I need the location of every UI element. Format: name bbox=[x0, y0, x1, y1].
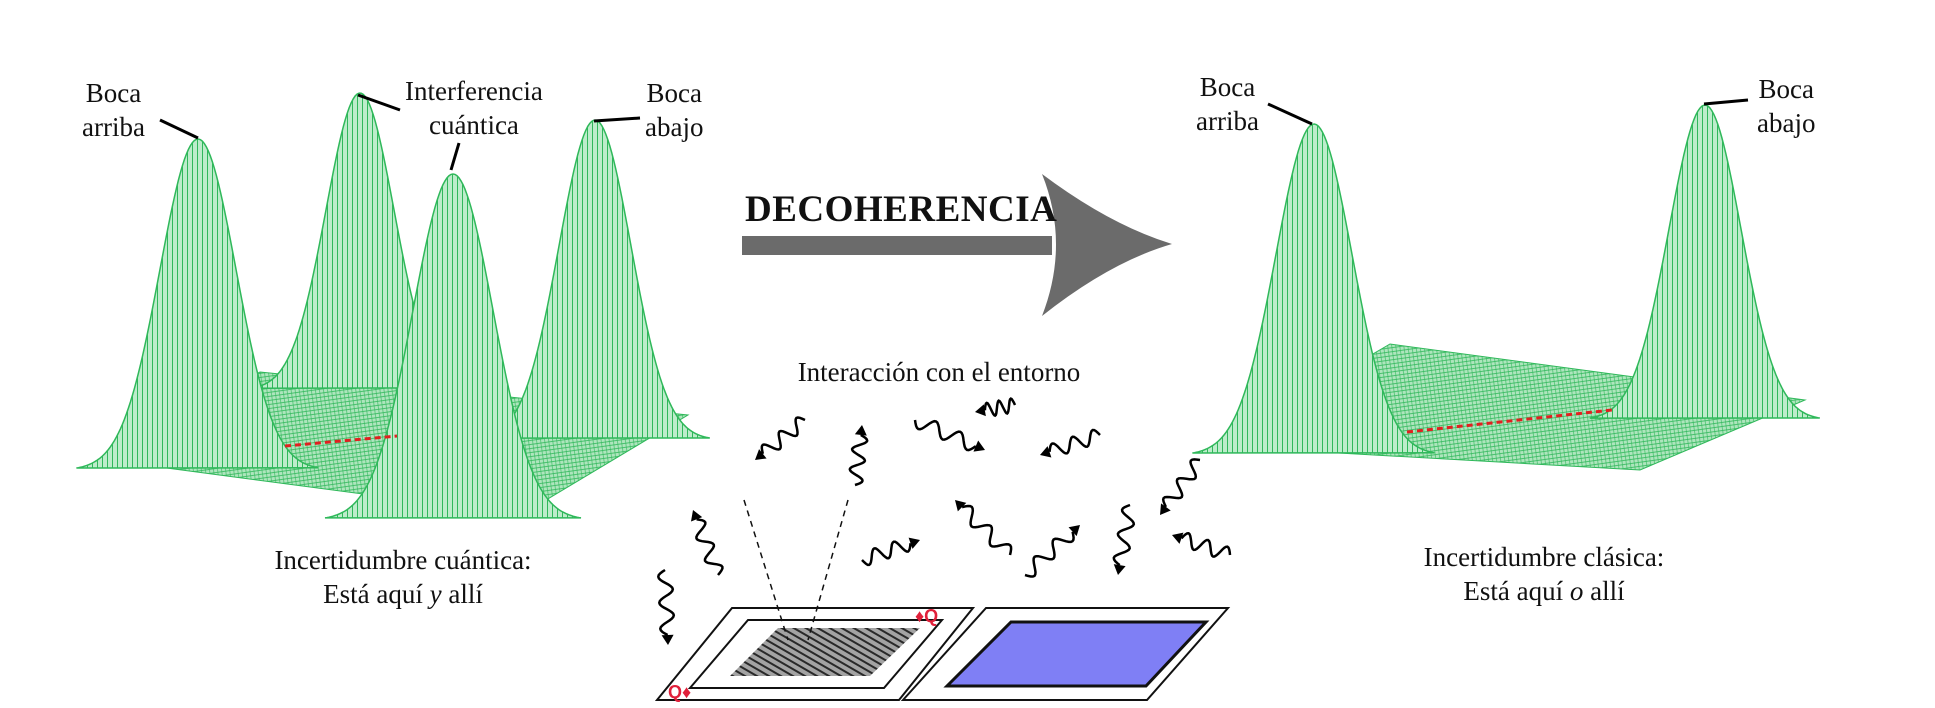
label-line: Boca bbox=[646, 78, 702, 108]
red-dashed-line bbox=[284, 434, 398, 448]
label-interferencia-cuantica: Interferencia cuántica bbox=[405, 74, 543, 142]
decoherence-arrow bbox=[742, 174, 1172, 316]
arrowhead-icon bbox=[661, 634, 674, 645]
wavy-photon-arrow bbox=[1161, 458, 1201, 508]
label-line: abajo bbox=[645, 112, 704, 142]
label-line: cuántica bbox=[428, 110, 519, 140]
arrowhead-icon bbox=[908, 537, 920, 549]
label-line: arriba bbox=[82, 112, 145, 142]
peak-boca-arriba bbox=[76, 138, 319, 469]
pointer-line-boca-abajo-right bbox=[1703, 98, 1749, 106]
peak-boca-arriba-right bbox=[1192, 123, 1435, 454]
wavy-photon-arrow bbox=[1024, 531, 1075, 578]
label-line: Interferencia bbox=[405, 76, 543, 106]
caption-line-2: Está aquí o allí bbox=[1424, 574, 1665, 608]
peak-boca-abajo bbox=[479, 119, 710, 439]
label-line: Boca bbox=[1758, 74, 1814, 104]
caption-line-2: Está aquí y allí bbox=[274, 577, 531, 611]
pointer-line-interferencia-back bbox=[357, 93, 401, 112]
label-boca-arriba-right: Boca arriba bbox=[1196, 70, 1259, 138]
pointer-line-interferencia-front bbox=[449, 142, 461, 171]
label-boca-abajo: Boca abajo bbox=[645, 76, 703, 144]
svg-text:♦Q: ♦Q bbox=[915, 606, 938, 626]
label-boca-abajo-right: Boca abajo bbox=[1757, 72, 1815, 140]
peak-interference-front bbox=[324, 173, 582, 519]
arrowhead-icon bbox=[973, 440, 985, 452]
wavy-photon-arrow bbox=[861, 540, 912, 567]
arrowhead-icon bbox=[690, 510, 703, 522]
red-dashed-line-right bbox=[1406, 408, 1613, 434]
caption-line-1: Incertidumbre cuántica: bbox=[274, 545, 532, 575]
wavy-photon-arrow bbox=[1180, 532, 1232, 558]
arrowhead-icon bbox=[1160, 503, 1171, 515]
arrowhead-icon bbox=[1068, 525, 1080, 537]
caption-text: allí bbox=[1583, 576, 1625, 606]
label-line: abajo bbox=[1757, 108, 1816, 138]
arrowhead-icon bbox=[755, 449, 767, 460]
label-line: arriba bbox=[1196, 106, 1259, 136]
arrowhead-icon bbox=[854, 425, 867, 436]
wavy-photon-arrow bbox=[760, 416, 806, 455]
caption-quantum-uncertainty: Incertidumbre cuántica: Está aquí y allí bbox=[274, 543, 531, 611]
label-boca-arriba: Boca arriba bbox=[82, 76, 145, 144]
environment-photons bbox=[656, 397, 1232, 645]
caption-emphasis: o bbox=[1569, 576, 1584, 606]
caption-text: Está aquí bbox=[1463, 576, 1570, 606]
caption-classical-uncertainty: Incertidumbre clásica: Está aquí o allí bbox=[1424, 540, 1665, 608]
arrowhead-icon bbox=[1113, 564, 1126, 575]
wavy-photon-arrow bbox=[848, 433, 869, 487]
label-line: Boca bbox=[1199, 72, 1256, 102]
wavy-photon-arrow bbox=[695, 518, 724, 576]
classical-probability-plot bbox=[1192, 98, 1820, 471]
arrowhead-icon bbox=[955, 500, 967, 512]
playing-card-face-down bbox=[900, 607, 1231, 701]
caption-emphasis: y bbox=[429, 579, 442, 609]
label-line: Boca bbox=[85, 78, 142, 108]
pointer-line-boca-abajo bbox=[593, 116, 641, 123]
decoherence-label: DECOHERENCIA bbox=[745, 189, 1058, 230]
caption-text: allí bbox=[441, 579, 483, 609]
caption-text: Está aquí bbox=[323, 579, 430, 609]
caption-line-1: Incertidumbre clásica: bbox=[1423, 542, 1665, 572]
playing-card-face-up: ♦Q Q♦ bbox=[654, 499, 976, 702]
pointer-line-boca-arriba bbox=[159, 118, 199, 140]
pointer-line-boca-arriba-right bbox=[1267, 102, 1313, 126]
peak-boca-abajo-right bbox=[1589, 104, 1820, 419]
wavy-photon-arrow bbox=[913, 419, 977, 452]
wavy-photon-arrow bbox=[983, 397, 1017, 418]
wavy-photon-arrow bbox=[961, 504, 1013, 556]
wavy-photon-arrow bbox=[1112, 503, 1136, 567]
wavy-photon-arrow bbox=[1048, 428, 1101, 455]
arrowhead-icon bbox=[975, 404, 986, 417]
quantum-wavefunction-plot bbox=[76, 92, 710, 519]
arrowhead-icon bbox=[1172, 532, 1184, 544]
svg-text:Q♦: Q♦ bbox=[668, 682, 691, 702]
environment-interaction-label: Interacción con el entorno bbox=[797, 357, 1081, 387]
wavy-photon-arrow bbox=[656, 568, 676, 637]
arrowhead-icon bbox=[1040, 446, 1052, 458]
